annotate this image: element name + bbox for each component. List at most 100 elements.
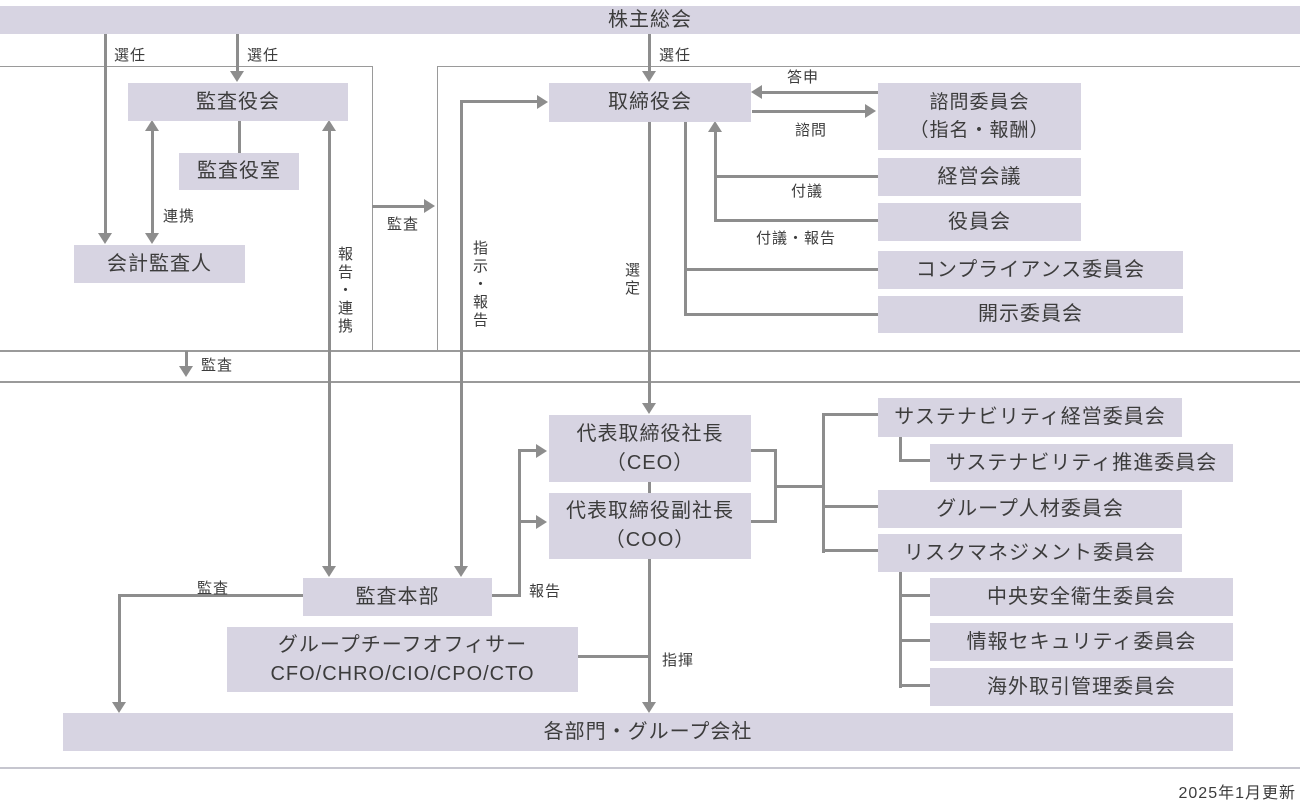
connector-sustainability-child-v <box>899 437 902 462</box>
node-label: コンプライアンス委員会 <box>915 258 1146 281</box>
connector-compliance-h <box>684 268 878 271</box>
edge-select <box>648 122 651 404</box>
node-label: 開示委員会 <box>978 303 1083 325</box>
node-label: 会計監査人 <box>107 252 212 275</box>
arrowhead-left-icon <box>751 85 762 99</box>
edge-label-reply: 答申 <box>787 69 820 86</box>
node-compliance-committee: コンプライアンス委員会 <box>878 251 1183 289</box>
node-information-security-committee: 情報セキュリティ委員会 <box>930 623 1233 661</box>
bracket-committees-v <box>822 413 825 553</box>
connector-sustainability-child-h <box>899 459 930 462</box>
edge-appoint-audit-board <box>236 34 239 72</box>
edge-label-consult: 諮問 <box>795 122 828 139</box>
bracket-report-coo-stub <box>521 520 537 523</box>
bracket-mid-h <box>774 485 825 488</box>
node-executive-officers-council: 役員会 <box>878 203 1081 241</box>
edge-command-v <box>648 559 651 703</box>
connector-compliance-disclosure-v <box>684 122 687 316</box>
node-advisory-committee: 諮問委員会 （指名・報酬） <box>878 83 1081 150</box>
arrowhead-down-icon <box>145 233 159 244</box>
edge-audit-to-board-frame <box>372 205 426 208</box>
bracket-ceo-stub <box>751 449 777 452</box>
node-evp-coo: 代表取締役副社長 （COO） <box>549 493 751 559</box>
node-sustainability-management-committee: サステナビリティ経営委員会 <box>878 398 1182 437</box>
edge-report-cooperate <box>328 131 331 567</box>
node-sustainability-promotion-committee: サステナビリティ推進委員会 <box>930 444 1233 482</box>
edge-reply <box>762 91 878 94</box>
node-group-chief-officers: グループチーフオフィサー CFO/CHRO/CIO/CPO/CTO <box>227 627 578 692</box>
node-label: リスクマネジメント委員会 <box>904 541 1156 564</box>
node-departments-group-companies: 各部門・グループ会社 <box>63 713 1233 751</box>
bracket-audit-hq-report-v <box>518 449 521 597</box>
connector-risk-children-v <box>899 572 902 688</box>
arrowhead-up-icon <box>708 121 722 132</box>
edge-consult <box>752 110 866 113</box>
arrowhead-down-icon <box>642 71 656 82</box>
node-label: サステナビリティ推進委員会 <box>945 451 1218 474</box>
edge-label-report-cooperate: 報告・連携 <box>336 246 353 336</box>
arrowhead-right-icon <box>536 444 547 458</box>
node-label: 海外取引管理委員会 <box>987 675 1176 698</box>
connector-info-security-h <box>899 639 930 642</box>
connector-disclosure-h <box>684 313 878 316</box>
connector-overseas-h <box>899 684 930 687</box>
arrowhead-down-icon <box>179 366 193 377</box>
edge-instruct-report-h <box>460 100 538 103</box>
edge-audit-hq-v <box>118 594 121 703</box>
edge-appoint-board-of-directors <box>648 34 651 72</box>
arrowhead-down-icon <box>98 233 112 244</box>
edge-label-audit-1: 監査 <box>387 216 420 233</box>
edge-audit-band <box>185 351 188 367</box>
node-audit-headquarters: 監査本部 <box>303 578 492 616</box>
arrowhead-down-icon <box>642 403 656 414</box>
branch-group-talent <box>822 505 878 508</box>
edge-label-cooperate: 連携 <box>163 208 196 225</box>
bracket-report-ceo-stub <box>521 449 537 452</box>
arrowhead-right-icon <box>865 104 876 118</box>
node-label-line1: 代表取締役社長 <box>576 422 724 445</box>
edge-label-select: 選定 <box>623 262 640 298</box>
connector-officers-council-h <box>714 219 878 222</box>
connector-management-council-h <box>714 175 878 178</box>
arrowhead-down-icon <box>454 566 468 577</box>
edge-label-audit-3: 監査 <box>197 580 230 597</box>
branch-risk-mgmt <box>822 549 878 552</box>
arrowhead-down-icon <box>322 566 336 577</box>
node-label: サステナビリティ経営委員会 <box>894 406 1166 428</box>
edge-label-appoint-2: 選任 <box>247 47 280 64</box>
edge-audit-hq-h <box>118 594 303 597</box>
node-central-safety-health-committee: 中央安全衛生委員会 <box>930 578 1233 616</box>
arrowhead-down-icon <box>112 702 126 713</box>
footer-update-note: 2025年1月更新 <box>1178 785 1296 800</box>
node-label-line1: 代表取締役副社長 <box>566 500 734 522</box>
node-label-line1: 諮問委員会 <box>929 91 1030 113</box>
node-label-line2: （指名・報酬） <box>909 119 1050 141</box>
arrowhead-down-icon <box>230 71 244 82</box>
node-president-ceo: 代表取締役社長 （CEO） <box>549 415 751 482</box>
connector-central-safety-h <box>899 594 930 597</box>
node-audit-board-office: 監査役室 <box>179 153 299 190</box>
node-label: 取締役会 <box>608 91 692 113</box>
node-label: 株主総会 <box>608 8 692 31</box>
arrowhead-up-icon <box>145 120 159 131</box>
edge-label-instruct-report: 指示・報告 <box>471 240 488 330</box>
node-label: 監査本部 <box>355 585 440 608</box>
edge-label-appoint-1: 選任 <box>114 47 147 64</box>
node-label: 各部門・グループ会社 <box>543 720 753 743</box>
node-label: 情報セキュリティ委員会 <box>966 630 1197 653</box>
node-label: グループ人材委員会 <box>936 497 1124 520</box>
node-label-line1: グループチーフオフィサー <box>277 633 528 656</box>
node-label: 役員会 <box>948 210 1011 233</box>
node-disclosure-committee: 開示委員会 <box>878 296 1183 333</box>
node-label-line2: （COO） <box>604 529 696 551</box>
edge-label-report: 報告 <box>529 583 562 600</box>
node-management-council: 経営会議 <box>878 158 1081 196</box>
edge-label-audit-2: 監査 <box>201 357 234 374</box>
node-label-line2: （CEO） <box>605 451 695 474</box>
edge-label-command: 指揮 <box>662 652 695 669</box>
arrowhead-up-icon <box>322 120 336 131</box>
arrowhead-right-icon <box>537 95 548 109</box>
node-risk-management-committee: リスクマネジメント委員会 <box>878 534 1182 572</box>
edge-audit-board-office-link <box>238 121 241 153</box>
